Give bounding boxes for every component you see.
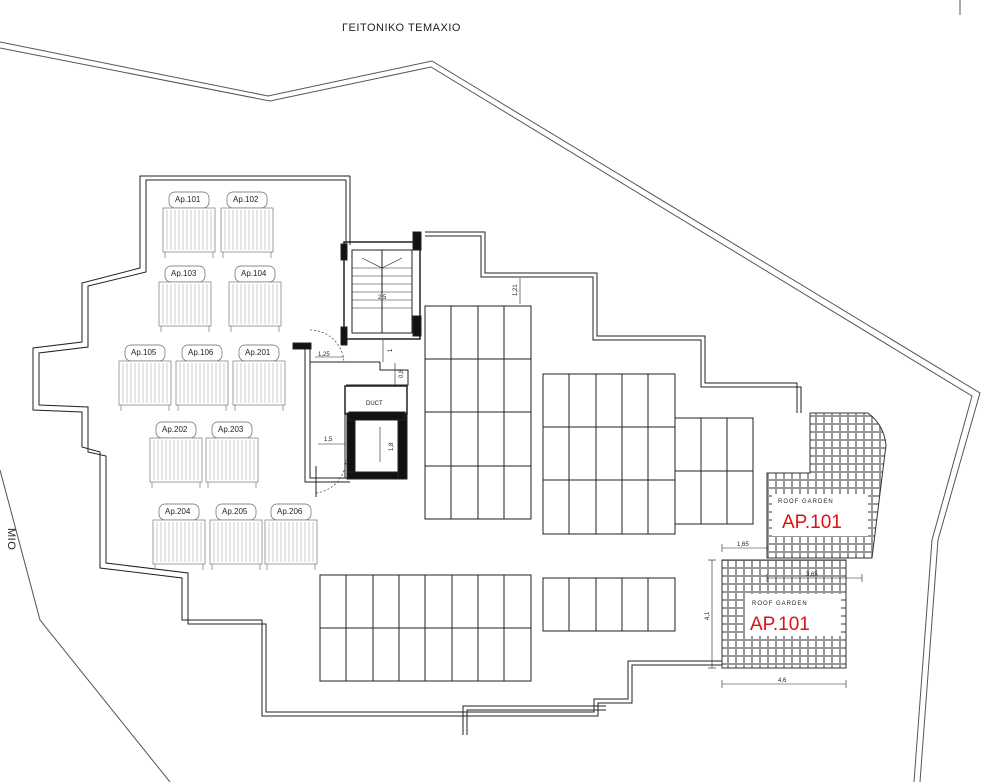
building-outline xyxy=(32,175,802,717)
roof-garden-ap201: ROOF GARDEN AP.101 xyxy=(766,412,887,559)
heater-unit-ap204: Ap.204 xyxy=(152,503,206,570)
roof-garden-ap101: ROOF GARDEN AP.101 xyxy=(721,559,847,669)
heater-label: Ap.205 xyxy=(222,507,248,516)
solar-array-d xyxy=(319,574,532,682)
solar-panel-arrays xyxy=(319,305,754,682)
dim-4-6: 4,6 xyxy=(778,678,787,684)
heater-label: Ap.105 xyxy=(131,348,157,357)
entrance-step xyxy=(462,705,606,735)
dim-1-21: 1,21 xyxy=(513,284,519,296)
dim-1-25: 1,25 xyxy=(318,352,330,358)
dim-3-65: 3,65 xyxy=(806,572,818,578)
heater-unit-ap102: Ap.102 xyxy=(220,191,274,258)
dim-1-65: 1,65 xyxy=(737,542,749,548)
dim-4-1: 4,1 xyxy=(705,611,711,620)
heater-label: Ap.203 xyxy=(218,425,244,434)
heater-label: Ap.106 xyxy=(188,348,214,357)
dim-0-8: 0,8 xyxy=(399,369,405,378)
core-dimensions xyxy=(315,278,521,462)
garden-dimensions xyxy=(708,544,863,688)
heater-unit-ap206: Ap.206 xyxy=(264,503,318,570)
solar-array-a xyxy=(424,305,532,520)
heater-unit-ap202: Ap.202 xyxy=(149,421,203,488)
stair-label: 2,5 xyxy=(378,295,387,301)
stair-core xyxy=(292,231,422,497)
heater-unit-ap106: Ap.106 xyxy=(175,344,229,411)
roof-garden-apartment-201: AP.101 xyxy=(782,512,842,533)
heater-unit-ap103: Ap.103 xyxy=(158,265,212,332)
duct-label: DUCT xyxy=(366,401,383,407)
dim-1-5: 1,5 xyxy=(324,437,333,443)
heater-label: Ap.206 xyxy=(277,507,303,516)
heater-unit-ap101: Ap.101 xyxy=(162,191,216,258)
heater-label: Ap.104 xyxy=(241,269,267,278)
heater-unit-ap104: Ap.104 xyxy=(228,265,282,332)
heater-unit-ap205: Ap.205 xyxy=(209,503,263,570)
heater-label: Ap.201 xyxy=(245,348,271,357)
roof-garden-title-101: ROOF GARDEN xyxy=(752,601,808,607)
dim-1: 1 xyxy=(388,348,394,352)
heater-unit-ap201: Ap.201 xyxy=(232,344,286,411)
heater-unit-ap203: Ap.203 xyxy=(205,421,259,488)
heater-label: Ap.202 xyxy=(162,425,188,434)
solar-array-e xyxy=(542,577,676,632)
solar-array-c xyxy=(674,417,754,525)
neighbor-plot-label: ΓΕΙΤΟΝΙΚΟ ΤΕΜΑΧΙΟ xyxy=(342,22,461,34)
roof-garden-title-201: ROOF GARDEN xyxy=(778,499,834,505)
heater-label: Ap.102 xyxy=(233,195,259,204)
heater-label: Ap.103 xyxy=(171,269,197,278)
roof-garden-apartment-101: AP.101 xyxy=(750,614,810,635)
solar-array-b xyxy=(542,373,676,535)
heater-label: Ap.101 xyxy=(175,195,201,204)
heater-unit-ap105: Ap.105 xyxy=(118,344,172,411)
side-plot-label: ΜΙΟ xyxy=(5,528,17,550)
dim-1-8: 1,8 xyxy=(389,442,395,451)
heater-label: Ap.204 xyxy=(165,507,191,516)
